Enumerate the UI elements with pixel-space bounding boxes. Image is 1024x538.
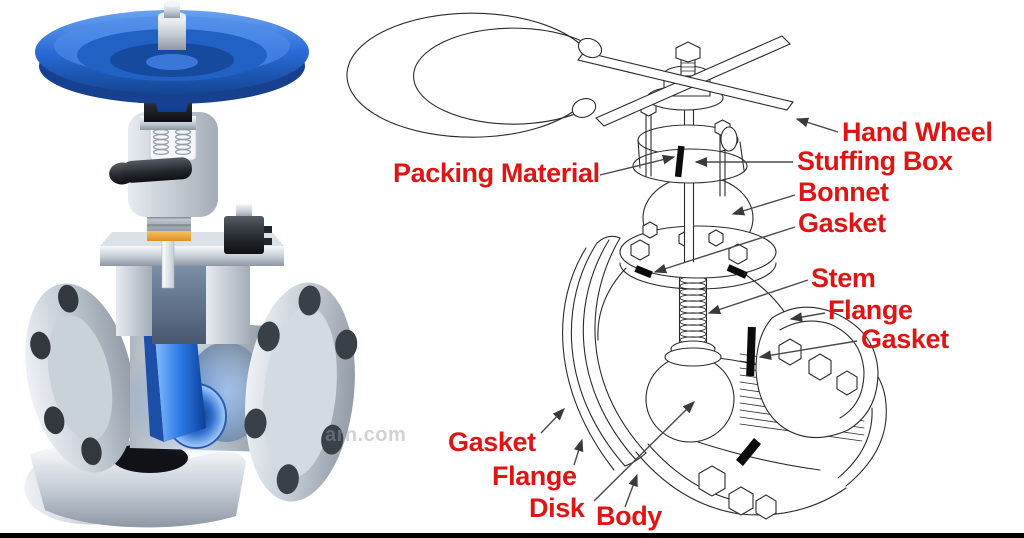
- label-gasket-right: Gasket: [861, 324, 949, 354]
- render-stem-nut: [158, 1, 186, 50]
- sketch-handwheel: [346, 12, 794, 138]
- render-clamp: [109, 157, 192, 185]
- label-gasket-left: Gasket: [448, 427, 536, 457]
- render-yoke: [109, 112, 218, 217]
- leader-lines: [540, 117, 858, 508]
- leader-gasket-left: [540, 407, 565, 434]
- render-handwheel: [35, 1, 309, 112]
- leader-gasket-right: [758, 340, 858, 361]
- label-flange-left: Flange: [492, 461, 577, 491]
- leader-bonnet: [731, 194, 796, 216]
- leader-stem: [707, 279, 809, 315]
- line-drawing-valve: [346, 12, 887, 520]
- watermark-text: arn.com: [325, 424, 407, 446]
- label-packing-material: Packing Material: [393, 158, 600, 188]
- sketch-right-flange: [755, 306, 879, 439]
- leader-flange-left: [573, 438, 584, 466]
- bottom-border-bar: [0, 533, 1024, 538]
- sketch-left-flange: [562, 235, 647, 471]
- render-right-flange: [244, 282, 358, 502]
- label-hand-wheel: Hand Wheel: [842, 117, 993, 147]
- label-stem: Stem: [811, 263, 876, 293]
- sketch-bottom-bolts: [698, 465, 777, 520]
- render-left-flange: [25, 283, 135, 473]
- leader-hand-wheel: [795, 117, 839, 133]
- leader-packing-material: [599, 154, 676, 176]
- sketch-stuffing-box: [632, 99, 748, 247]
- render-side-block: [224, 204, 272, 254]
- label-bonnet: Bonnet: [798, 177, 889, 207]
- label-body: Body: [596, 501, 662, 531]
- label-bonnet-gasket: Gasket: [798, 208, 886, 238]
- leader-flange-right: [789, 312, 826, 322]
- leader-disk: [593, 401, 695, 502]
- rendered-valve-3d: [24, 1, 358, 528]
- label-stuffing-box: Stuffing Box: [797, 146, 953, 176]
- sketch-gaskets: [736, 326, 761, 466]
- label-disk: Disk: [529, 493, 585, 523]
- leader-body: [624, 473, 638, 508]
- label-flange-right: Flange: [828, 295, 913, 325]
- leader-bonnet-gasket: [653, 226, 796, 274]
